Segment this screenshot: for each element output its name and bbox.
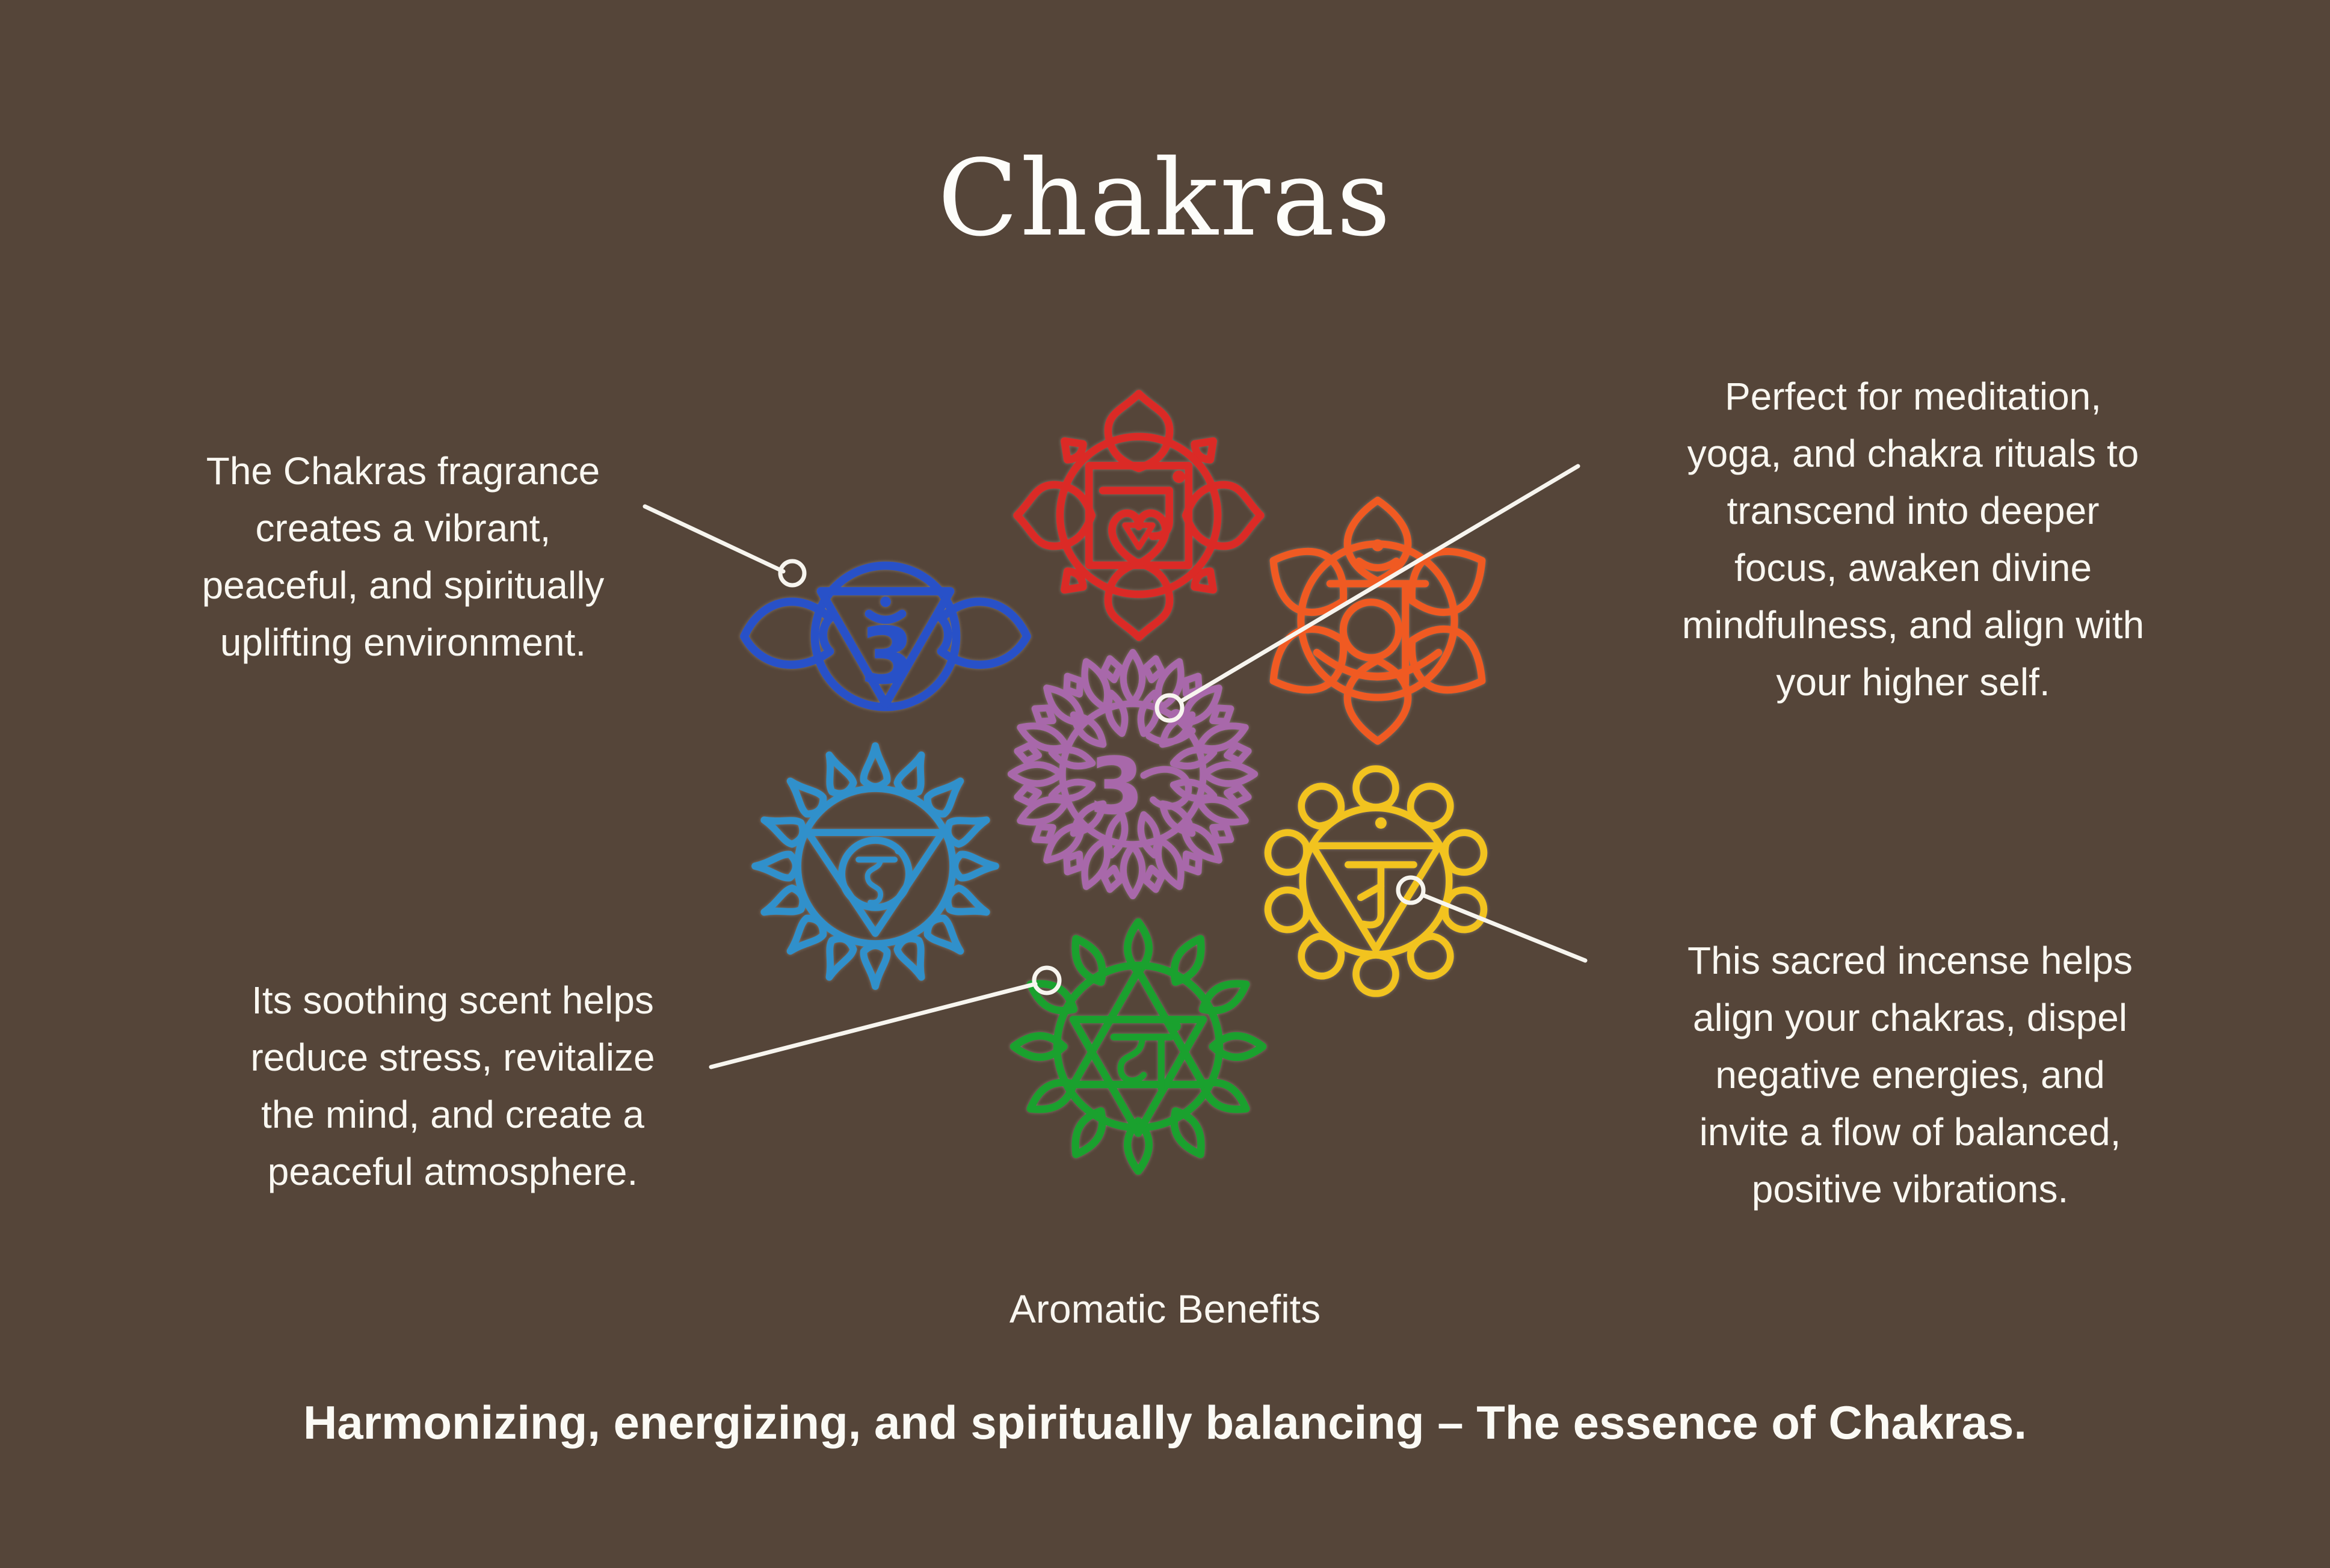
crown-chakra-icon: 3 <box>997 639 1268 909</box>
annotation-top-left: The Chakras fragrance creates a vibrant,… <box>202 449 605 664</box>
third-eye-chakra-icon: 3 <box>740 561 1031 712</box>
annotation-bottom-right: This sacred incense helps align your cha… <box>1687 939 2133 1211</box>
sacral-chakra-icon <box>1245 488 1510 753</box>
section-label: Aromatic Benefits <box>1009 1287 1321 1331</box>
svg-text:3: 3 <box>1089 740 1144 832</box>
solar-plexus-chakra-icon <box>1250 755 1502 1007</box>
annotation-top-right: Perfect for meditation, yoga, and chakra… <box>1681 375 2145 704</box>
heart-chakra-icon <box>1003 911 1274 1182</box>
svg-text:3: 3 <box>860 610 914 702</box>
tagline: Harmonizing, energizing, and spiritually… <box>303 1396 2027 1449</box>
annotation-bottom-left: Its soothing scent helps reduce stress, … <box>250 979 655 1193</box>
page-title: Chakras <box>937 138 1393 260</box>
root-chakra-icon <box>1000 377 1277 654</box>
throat-chakra-icon <box>746 737 1005 995</box>
connector-line-bottom-left <box>709 982 1038 1069</box>
